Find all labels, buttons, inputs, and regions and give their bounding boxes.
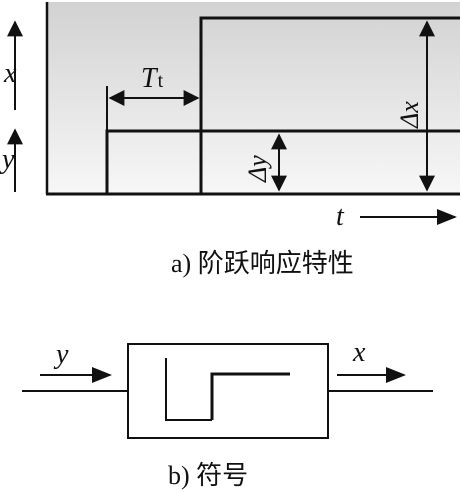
dead-time-block — [127, 343, 329, 439]
dead-time-symbol: T — [141, 63, 159, 94]
delta-x-label: Δx — [395, 101, 424, 129]
block-input-step — [165, 358, 212, 421]
input-label: y — [53, 339, 69, 370]
step-response-panel: x y Tt Δx Δy t a) 阶跃响应特性 — [0, 2, 460, 278]
x-axis-label: x — [3, 58, 17, 89]
symbol-panel: y x b) 符号 — [22, 337, 433, 490]
output-label: x — [352, 337, 366, 368]
block-output-step — [210, 372, 290, 420]
y-axis-label: y — [0, 144, 15, 175]
caption-symbol: b) 符号 — [168, 461, 248, 490]
input-step-line — [105, 129, 460, 194]
time-axis-label: t — [336, 201, 345, 232]
dead-time-label: Tt — [141, 63, 164, 94]
dead-time-subscript: t — [158, 70, 164, 92]
delta-y-label: Δy — [243, 155, 272, 183]
output-step-line — [199, 16, 460, 194]
caption-step-response: a) 阶跃响应特性 — [171, 249, 354, 278]
